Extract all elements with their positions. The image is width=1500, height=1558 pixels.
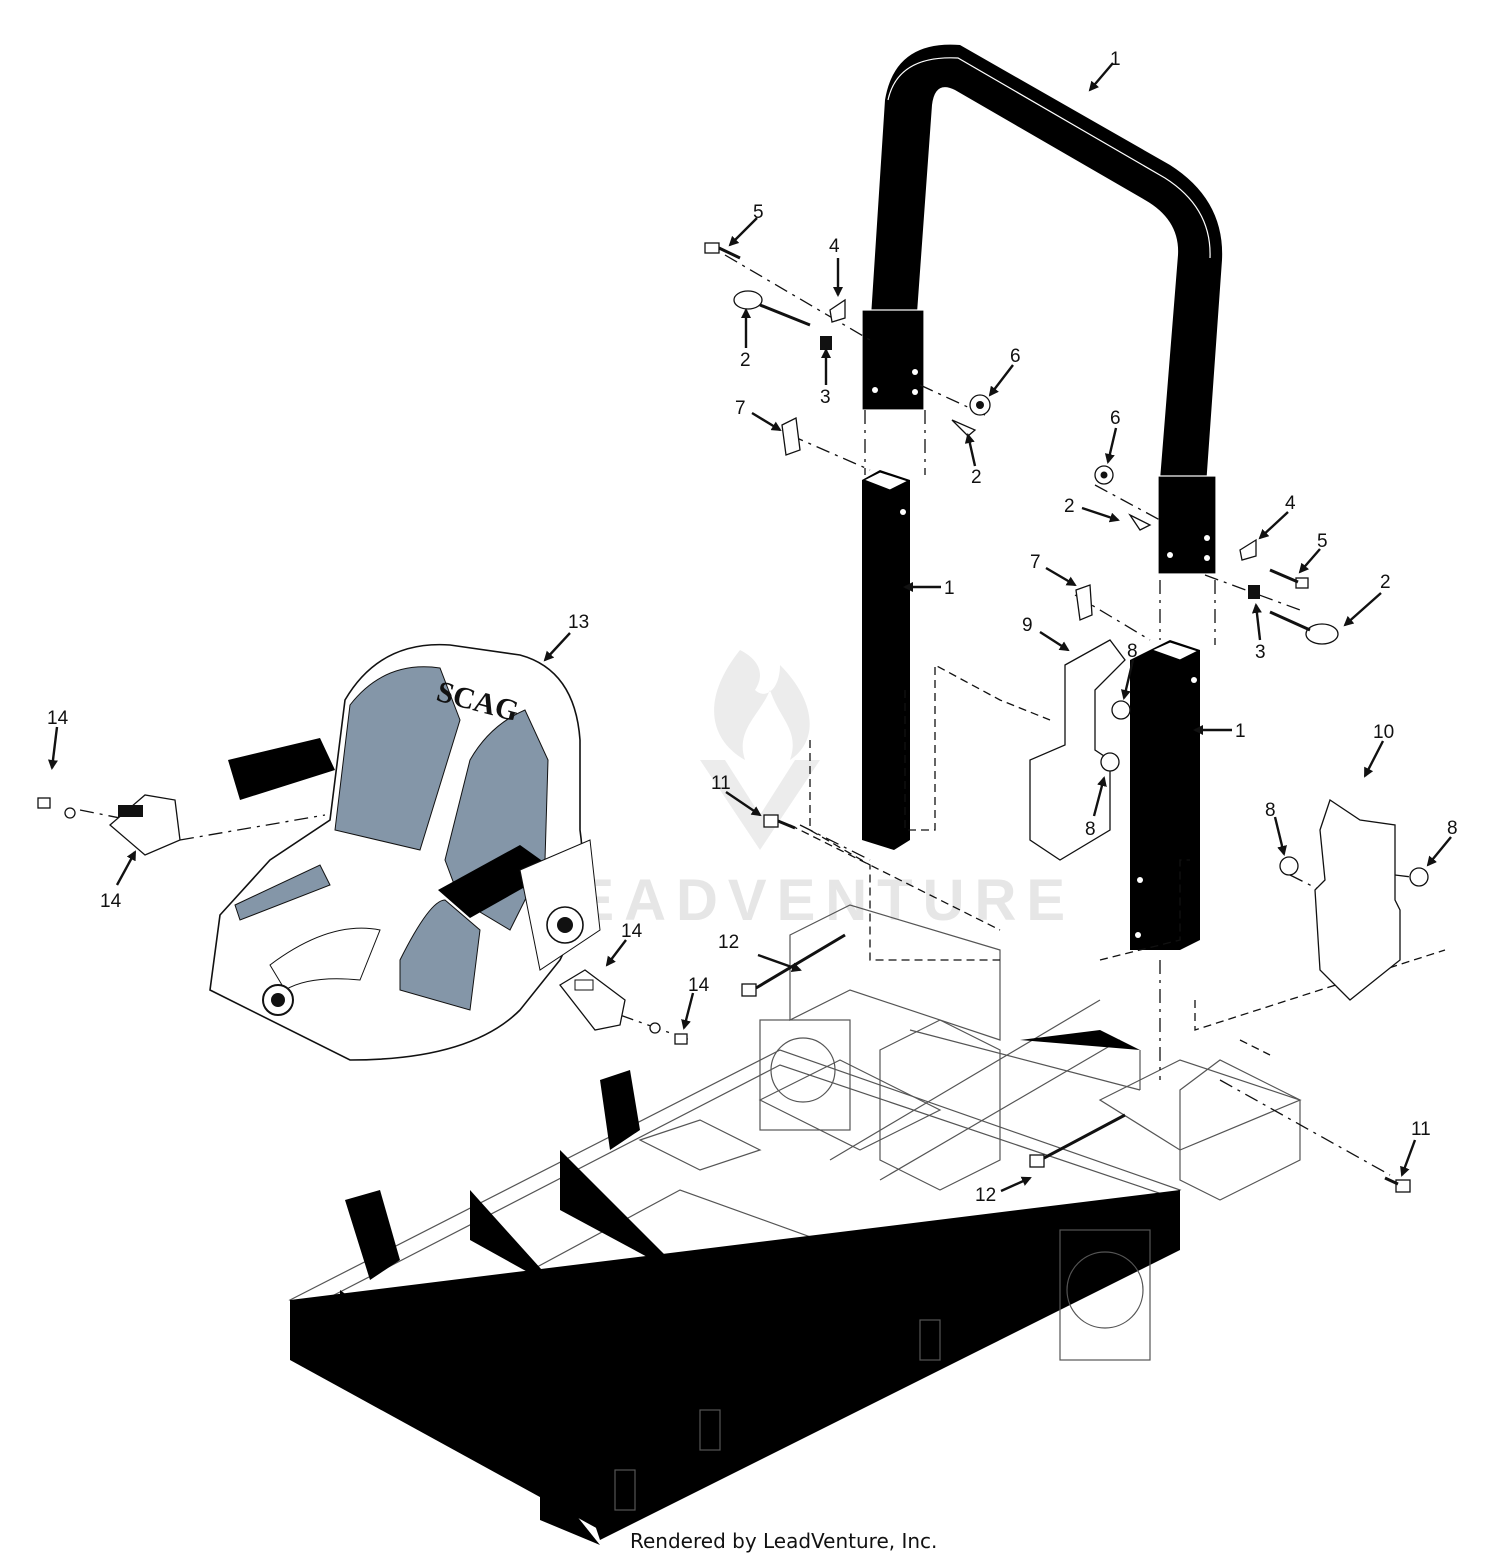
callout-10: 10 (1373, 722, 1394, 743)
bolt-11-right (1384, 1176, 1411, 1193)
callout-14-d: 14 (688, 975, 710, 996)
clip-7-left (781, 417, 801, 456)
nut-8-a (1111, 700, 1131, 720)
callout-3-left: 3 (820, 387, 831, 408)
spring-3-right (1248, 585, 1260, 599)
mower-frame (288, 904, 1302, 1545)
plate-4-left (829, 298, 846, 323)
callouts: 1 1 1 2 2 2 2 3 3 4 4 5 5 6 6 7 7 8 8 8 … (47, 49, 1458, 1206)
bolt-14-right (649, 1022, 688, 1045)
nut-8-c (1279, 856, 1299, 876)
spring-3-left (820, 336, 832, 350)
plate-4-right (1239, 538, 1257, 561)
bolt-14-left (37, 797, 76, 819)
callout-14-a: 14 (47, 708, 69, 729)
clip-2-right (1128, 513, 1152, 531)
clip-2-mid (951, 419, 977, 437)
bolt-5-left (704, 242, 741, 260)
callout-2-right-b: 2 (1380, 572, 1391, 593)
callout-5-right: 5 (1317, 531, 1328, 552)
render-credit: Rendered by LeadVenture, Inc. (630, 1529, 937, 1553)
callout-11-right: 11 (1411, 1119, 1431, 1140)
bolt-12-right (1029, 1113, 1126, 1168)
bolt-5-right (1269, 568, 1309, 589)
bolt-12-left (741, 933, 846, 997)
callout-4-right: 4 (1285, 493, 1296, 514)
seatbelt-buckle-left (109, 794, 181, 856)
leader-arrows (48, 62, 1452, 1193)
roll-bar-lower-left (848, 470, 910, 850)
callout-2-right-a: 2 (1064, 496, 1075, 517)
callout-2-mid: 2 (971, 467, 982, 488)
pin-2-left (733, 290, 811, 327)
callout-8-d: 8 (1447, 818, 1458, 839)
nut-6-right (1094, 465, 1114, 485)
callout-7-right: 7 (1030, 552, 1041, 573)
nut-8-b (1100, 752, 1120, 772)
callout-3-right: 3 (1255, 642, 1266, 663)
watermark-text: LEADVENTURE (530, 868, 1075, 933)
callout-8-a: 8 (1127, 641, 1138, 662)
nut-8-d (1409, 867, 1429, 887)
callout-12-right: 12 (975, 1185, 996, 1206)
assembly-lines (79, 254, 1446, 1176)
callout-12-left: 12 (718, 932, 739, 953)
pin-2-right (1269, 610, 1339, 645)
callout-1-right: 1 (1235, 721, 1246, 742)
callout-14-c: 14 (621, 921, 643, 942)
callout-6-left: 6 (1010, 346, 1021, 367)
roll-bar-hoop (861, 44, 1223, 575)
callout-1-left: 1 (944, 578, 955, 599)
watermark: LEADVENTURE (530, 650, 1075, 933)
seatbelt-buckle-right (559, 969, 626, 1031)
callout-13: 13 (568, 612, 589, 633)
callout-7-left: 7 (735, 398, 746, 419)
callout-4-left: 4 (829, 236, 840, 257)
callout-8-b: 8 (1085, 819, 1096, 840)
clip-7-right (1075, 584, 1093, 621)
callout-1-top: 1 (1110, 49, 1121, 70)
seat: SCAG (209, 643, 601, 1061)
callout-14-b: 14 (100, 891, 122, 912)
bracket-9 (1029, 639, 1126, 861)
callout-2-left: 2 (740, 350, 751, 371)
roll-bar-lower-right (1130, 640, 1200, 950)
callout-9: 9 (1022, 615, 1033, 636)
bolt-11-left (763, 814, 796, 830)
callout-6-right: 6 (1110, 408, 1121, 429)
hardware (37, 242, 1429, 1193)
nut-6-left (969, 394, 991, 416)
callout-8-c: 8 (1265, 800, 1276, 821)
bracket-10 (1314, 798, 1401, 1001)
callout-5-left: 5 (753, 202, 764, 223)
callout-11-left: 11 (711, 773, 731, 794)
